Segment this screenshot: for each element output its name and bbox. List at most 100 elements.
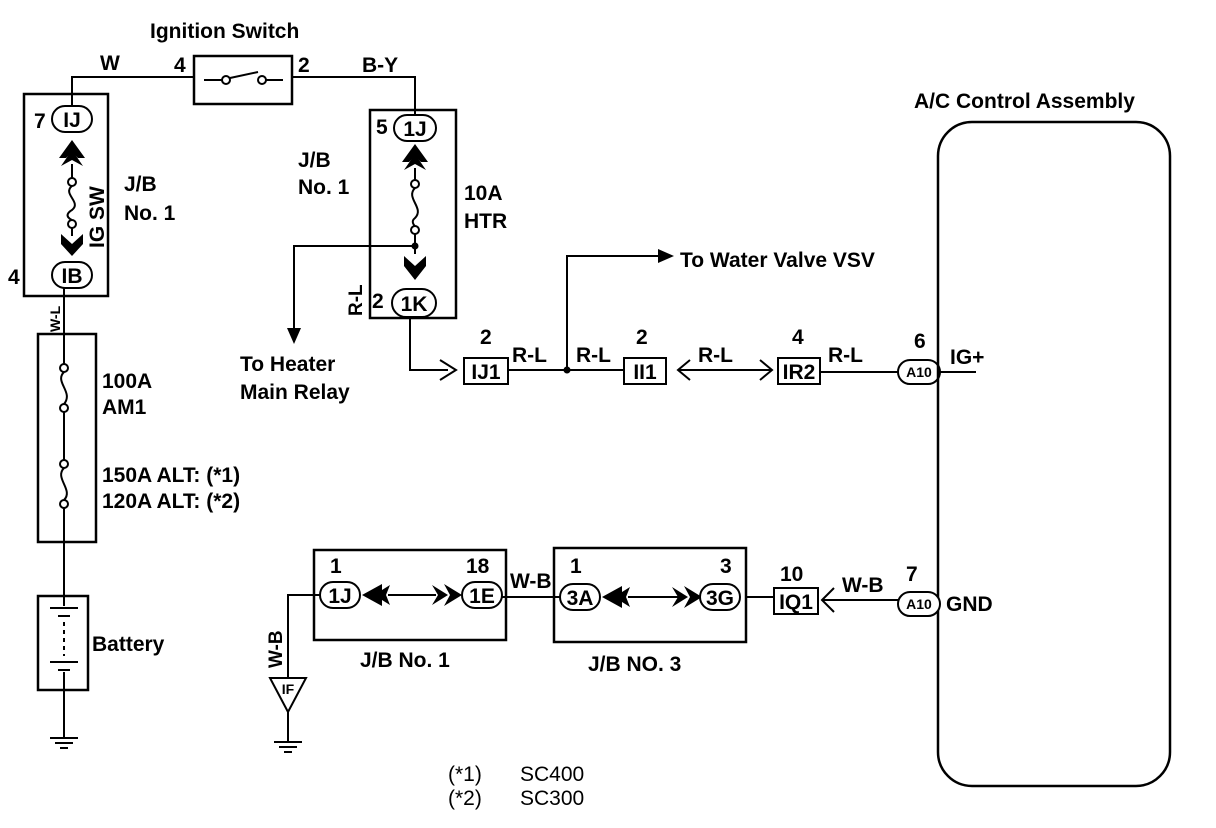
connector-iq1-label: IQ1 [779,591,813,614]
connector-ij1 [463,357,509,385]
jb3-label: J/B NO. 3 [588,653,681,676]
heater-relay-label-1: To Heater [240,353,335,376]
wire-label-r-l-4: R-L [828,344,863,367]
jb1-bottom-label: J/B No. 1 [360,649,450,672]
connector-3g-label: 3G [706,587,734,610]
fusible-link-150a: 150A ALT: (*1) [102,464,240,487]
fusible-link-am1: AM1 [102,396,147,419]
connector-ir2 [777,357,821,385]
jb1-bottom-pin-left: 1 [330,555,342,578]
ac-terminal-gnd: GND [946,593,993,616]
jb1-center-pin-bottom: 2 [372,290,384,313]
ignition-switch-title: Ignition Switch [150,20,299,43]
ground-point-if-label: IF [282,681,295,697]
connector-iq1-pin: 10 [780,563,803,586]
connector-a10-gnd-label: A10 [906,596,932,612]
jb3-box [552,546,748,644]
heater-relay-arrow [287,328,301,344]
jb1-bottom: 1 1J 18 1E J/B No. 1 [312,548,508,672]
fuse-ig-sw-label: IG SW [86,186,109,248]
jb1-center-pin-top: 5 [376,116,388,139]
wire-label-r-l-2: R-L [576,344,611,367]
jb1-left: 7 IJ 4 IB IG SW J/B No. 1 [8,92,176,298]
connector-3a [559,583,601,611]
ground-point-if: IF [268,677,308,753]
wire-w-b-ground [287,594,320,678]
jb1-left-box [22,92,110,298]
ignition-pin-4: 4 [174,54,186,77]
connector-ij1-label: IJ1 [471,361,501,384]
jb1-left-pin-bottom: 4 [8,266,20,289]
connector-a10-ig-label: A10 [906,364,932,380]
connector-a10-gnd [897,591,941,617]
battery: Battery [36,594,165,692]
wire-label-r-l-vertical: R-L [346,284,367,316]
connector-ii1-label: II1 [633,361,657,384]
fusible-links: 100A AM1 150A ALT: (*1) 120A ALT: (*2) [36,332,240,544]
connector-ij1-arrow [439,359,458,381]
connector-1j-top [393,114,437,142]
jb1-left-name-2: No. 1 [124,202,176,225]
fuse-10a-label: 10A [464,182,503,205]
fusible-link-100a: 100A [102,370,152,393]
note-2-value: SC300 [520,787,584,810]
ir2-arrow-right [759,359,774,381]
jb3-pin-left: 1 [570,555,582,578]
jb1-center-name-1: J/B [298,149,331,172]
connector-1k [391,288,437,318]
connector-iq1 [773,587,819,615]
connector-3a-label: 3A [567,587,594,610]
wire-label-r-l-3: R-L [698,344,733,367]
note-2-key: (*2) [448,787,482,810]
jb1-left-pin-top: 7 [34,110,46,133]
jb1-left-name-1: J/B [124,173,157,196]
connector-1k-label: 1K [401,293,428,316]
connector-1e [461,581,503,609]
wire-r-l-down [409,317,448,371]
ac-pin-7: 7 [906,563,918,586]
ac-control-assembly: A/C Control Assembly [914,90,1172,788]
connector-ii1-pin: 2 [636,326,648,349]
wire-w [71,76,194,106]
heater-relay-label-2: Main Relay [240,381,350,404]
note-1-key: (*1) [448,763,482,786]
wire-label-w-b-a: W-B [510,570,552,593]
connector-ii1 [623,357,667,385]
connector-1j-top-label: 1J [403,118,426,141]
note-1-value: SC400 [520,763,584,786]
footnotes: (*1) SC400 (*2) SC300 [448,763,584,810]
fusible-link-120a: 120A ALT: (*2) [102,490,240,513]
connector-ib [51,261,93,289]
battery-label: Battery [92,633,165,656]
connector-3g [699,583,741,611]
wire-label-w-b-b: W-B [842,574,884,597]
connector-ir2-pin: 4 [792,326,804,349]
jb3: 1 3A 3 3G J/B NO. 3 [552,546,748,676]
wire-label-r-l-1: R-L [512,344,547,367]
fuse-htr-label: HTR [464,210,507,233]
ignition-switch: Ignition Switch 4 2 W B-Y [100,20,398,106]
connector-ib-label: IB [62,265,83,288]
water-valve-label: To Water Valve VSV [680,249,875,272]
jb1-center-name-2: No. 1 [298,176,350,199]
ground-symbol-battery [50,737,78,749]
ignition-switch-box [192,54,294,106]
connector-ir2-label: IR2 [783,361,816,384]
jb1-center: 5 1J 2 1K 10A HTR J/B No. 1 [298,108,507,320]
ac-terminal-ig-plus: IG+ [950,346,984,369]
connector-1j-bottom-label: 1J [328,585,351,608]
jb1-bottom-pin-right: 18 [466,555,490,578]
connector-ij1-pin: 2 [480,326,492,349]
ac-pin-6: 6 [914,330,926,353]
ac-control-title: A/C Control Assembly [914,90,1135,113]
fusible-link-box [36,332,98,544]
ac-control-box [936,120,1172,788]
wire-to-heater-relay [293,245,415,332]
wire-label-w-b-ground: W-B [266,630,287,668]
connector-1e-label: 1E [469,585,495,608]
wire-to-water-valve [566,255,660,370]
wire-label-w-l: W-L [47,305,63,332]
wire-label-b-y: B-Y [362,54,398,77]
jb3-pin-right: 3 [720,555,732,578]
